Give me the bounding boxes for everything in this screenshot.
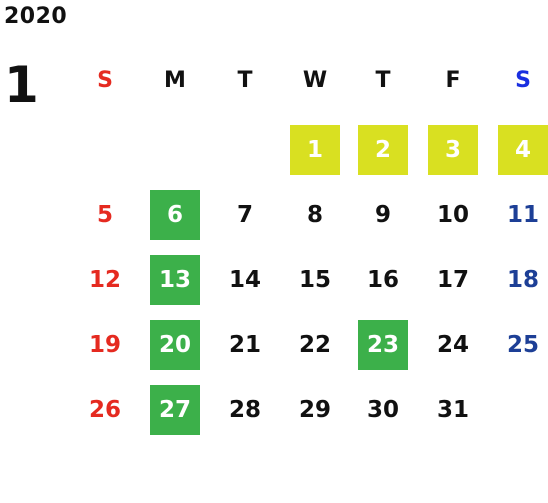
day-cell-highlighted: 4	[498, 125, 548, 175]
weekday-label: S	[515, 68, 531, 93]
day-cell-highlighted: 2	[358, 125, 408, 175]
day-cell: 10	[436, 202, 469, 228]
day-cell: 9	[374, 202, 391, 228]
day-cell: 11	[506, 202, 539, 228]
day-cell: 31	[436, 397, 469, 423]
weekday-label: M	[164, 68, 186, 93]
year-label: 2020	[4, 4, 68, 29]
day-cell: 7	[236, 202, 253, 228]
day-cell: 29	[298, 397, 331, 423]
weekday-label: T	[237, 68, 253, 93]
weekday-label: W	[302, 68, 328, 93]
day-cell: 5	[96, 202, 113, 228]
day-cell-highlighted: 23	[358, 320, 408, 370]
day-cell: 19	[88, 332, 121, 358]
day-cell: 18	[506, 267, 539, 293]
day-cell: 15	[298, 267, 331, 293]
day-cell: 17	[436, 267, 469, 293]
day-cell: 28	[228, 397, 261, 423]
weekday-label: T	[375, 68, 391, 93]
day-cell-highlighted: 20	[150, 320, 200, 370]
day-cell: 25	[506, 332, 539, 358]
day-cell-highlighted: 1	[290, 125, 340, 175]
day-cell: 12	[88, 267, 121, 293]
day-cell: 14	[228, 267, 261, 293]
weekday-label: F	[445, 68, 461, 93]
day-cell-highlighted: 13	[150, 255, 200, 305]
day-cell: 30	[366, 397, 399, 423]
day-cell: 26	[88, 397, 121, 423]
month-label: 1	[4, 56, 39, 114]
weekday-label: S	[97, 68, 113, 93]
day-cell-highlighted: 27	[150, 385, 200, 435]
day-cell: 24	[436, 332, 469, 358]
day-cell: 21	[228, 332, 261, 358]
day-cell-highlighted: 6	[150, 190, 200, 240]
day-cell: 22	[298, 332, 331, 358]
day-cell: 8	[306, 202, 323, 228]
day-cell-highlighted: 3	[428, 125, 478, 175]
day-cell: 16	[366, 267, 399, 293]
